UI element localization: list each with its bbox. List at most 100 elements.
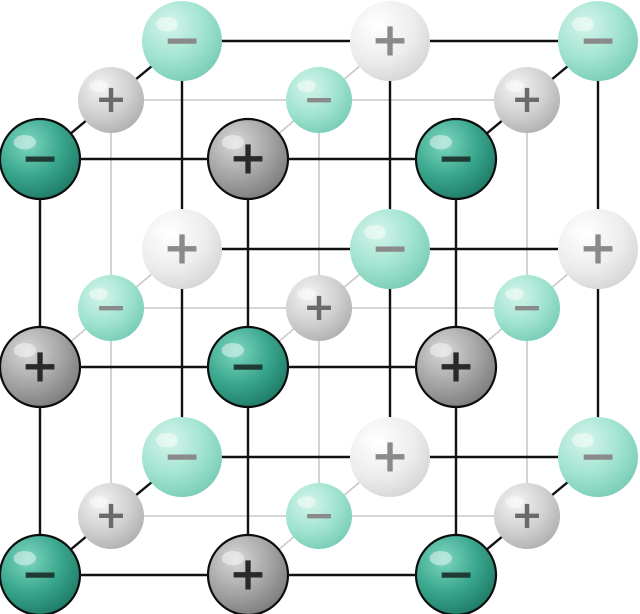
- cation-sphere: [78, 483, 144, 549]
- anion-ion: −: [286, 67, 352, 133]
- sphere-highlight: [155, 17, 178, 32]
- sphere-highlight: [363, 17, 386, 32]
- cation-ion: +: [414, 325, 498, 409]
- plus-sign: +: [163, 220, 202, 274]
- anion-sphere: [142, 417, 222, 497]
- anion-sphere: [0, 117, 82, 201]
- sphere-highlight: [13, 343, 37, 358]
- anion-ion: −: [350, 209, 430, 289]
- sphere-highlight: [297, 288, 316, 301]
- sphere-highlight: [221, 551, 244, 566]
- sphere-highlight: [155, 433, 178, 448]
- cation-ion: +: [558, 209, 638, 289]
- plus-sign: +: [437, 338, 476, 392]
- anion-sphere: [414, 533, 498, 614]
- cation-ion: +: [78, 483, 144, 549]
- sphere-highlight: [89, 288, 108, 301]
- cation-sphere: [0, 325, 82, 409]
- anion-ion: −: [0, 533, 82, 614]
- sphere-highlight: [221, 135, 244, 150]
- sphere-highlight: [13, 551, 37, 566]
- sphere-highlight: [429, 343, 452, 358]
- minus-sign: −: [163, 428, 202, 482]
- cation-sphere: [494, 483, 560, 549]
- anion-ion: −: [286, 483, 352, 549]
- cation-ion: +: [350, 417, 430, 497]
- minus-sign: −: [303, 493, 335, 537]
- plus-sign: +: [371, 428, 410, 482]
- minus-sign: −: [437, 546, 476, 600]
- sphere-highlight: [89, 80, 108, 93]
- sphere-highlight: [505, 496, 524, 509]
- minus-sign: −: [437, 130, 476, 184]
- anion-ion: −: [78, 275, 144, 341]
- plus-sign: +: [511, 77, 543, 121]
- anion-sphere: [0, 533, 82, 614]
- cation-ion: +: [0, 325, 82, 409]
- cation-sphere: [414, 325, 498, 409]
- cation-sphere: [206, 117, 290, 201]
- sphere-highlight: [571, 17, 594, 32]
- plus-sign: +: [303, 285, 335, 329]
- anion-sphere: [286, 483, 352, 549]
- sphere-highlight: [363, 225, 386, 240]
- cation-ion: +: [78, 67, 144, 133]
- anion-sphere: [414, 117, 498, 201]
- anion-ion: −: [414, 117, 498, 201]
- sphere-highlight: [363, 433, 386, 448]
- sphere-highlight: [429, 135, 452, 150]
- cation-ion: +: [206, 117, 290, 201]
- plus-sign: +: [229, 130, 268, 184]
- cation-sphere: [142, 209, 222, 289]
- minus-sign: −: [511, 285, 543, 329]
- cation-sphere: [286, 275, 352, 341]
- cation-sphere: [350, 1, 430, 81]
- sphere-highlight: [571, 225, 594, 240]
- sphere-highlight: [89, 496, 108, 509]
- cation-sphere: [350, 417, 430, 497]
- minus-sign: −: [95, 285, 127, 329]
- plus-sign: +: [95, 493, 127, 537]
- anion-sphere: [558, 417, 638, 497]
- anion-ion: −: [414, 533, 498, 614]
- cation-ion: +: [350, 1, 430, 81]
- anion-ion: −: [558, 1, 638, 81]
- plus-sign: +: [579, 220, 618, 274]
- anion-sphere: [78, 275, 144, 341]
- cation-ion: +: [142, 209, 222, 289]
- minus-sign: −: [163, 12, 202, 66]
- plus-sign: +: [21, 338, 60, 392]
- sphere-highlight: [429, 551, 452, 566]
- minus-sign: −: [21, 130, 60, 184]
- minus-sign: −: [579, 12, 618, 66]
- cation-sphere: [558, 209, 638, 289]
- anion-sphere: [494, 275, 560, 341]
- minus-sign: −: [579, 428, 618, 482]
- minus-sign: −: [303, 77, 335, 121]
- anion-sphere: [286, 67, 352, 133]
- cation-sphere: [78, 67, 144, 133]
- minus-sign: −: [371, 220, 410, 274]
- sphere-highlight: [505, 288, 524, 301]
- anion-sphere: [350, 209, 430, 289]
- anion-ion: −: [142, 417, 222, 497]
- sphere-highlight: [297, 80, 316, 93]
- minus-sign: −: [21, 546, 60, 600]
- cation-sphere: [206, 533, 290, 614]
- sphere-highlight: [155, 225, 178, 240]
- minus-sign: −: [229, 338, 268, 392]
- cation-sphere: [494, 67, 560, 133]
- anion-sphere: [142, 1, 222, 81]
- sphere-highlight: [571, 433, 594, 448]
- cation-ion: +: [494, 67, 560, 133]
- cation-ion: +: [286, 275, 352, 341]
- sphere-highlight: [13, 135, 37, 150]
- cation-ion: +: [494, 483, 560, 549]
- anion-ion: −: [206, 325, 290, 409]
- anion-ion: −: [0, 117, 82, 201]
- anion-ion: −: [494, 275, 560, 341]
- anion-sphere: [558, 1, 638, 81]
- sphere-highlight: [221, 343, 244, 358]
